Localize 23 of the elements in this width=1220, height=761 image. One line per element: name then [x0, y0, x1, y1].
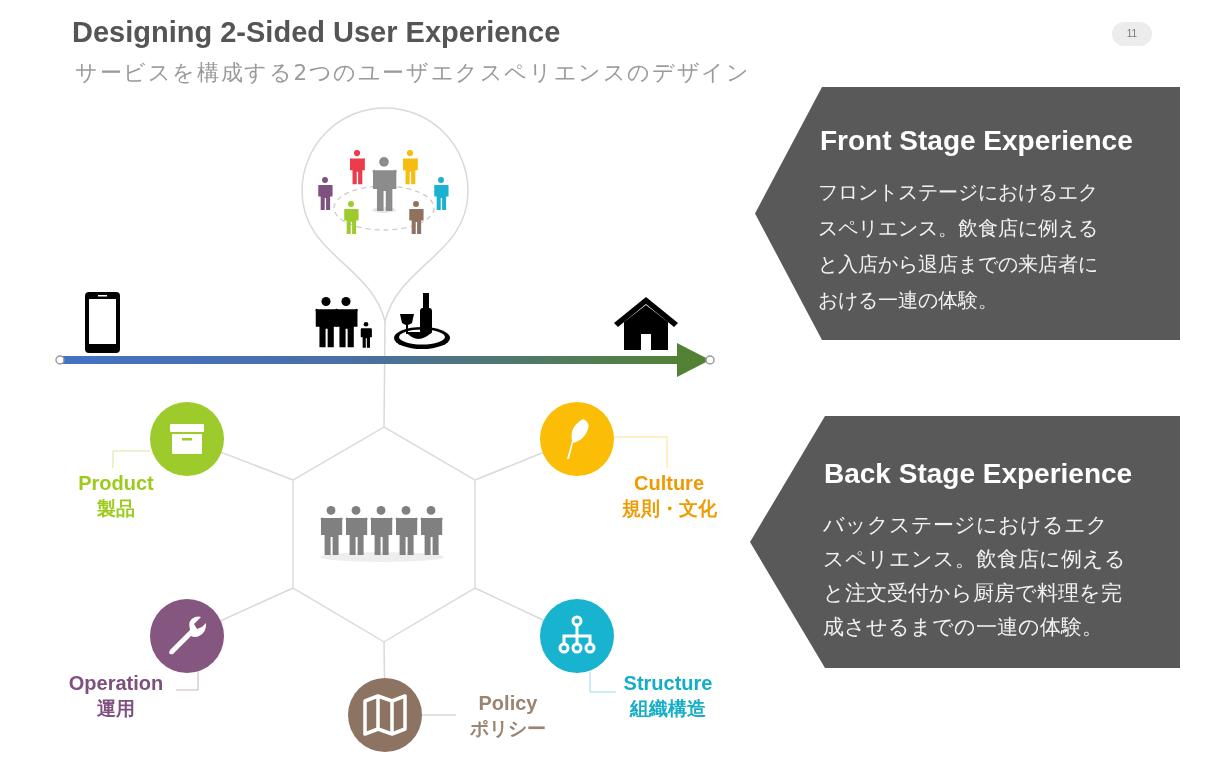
subtitle: サービスを構成する2つのユーザエクスペリエンスのデザイン: [75, 59, 751, 87]
slide-title: Designing 2-Sided User Experience: [72, 16, 561, 49]
category-label: Culture: [633, 471, 705, 496]
banner-heading: Front Stage Experience: [820, 125, 1133, 157]
category-label-ja: 運用: [96, 697, 136, 721]
category-label-ja: ポリシー: [469, 717, 547, 741]
page-number: 11: [1112, 22, 1152, 46]
connector-line: [383, 320, 386, 428]
category-label: Operation: [67, 671, 165, 696]
category-label-ja: 製品: [96, 497, 136, 521]
banner-description: バックステージにおけるエクスペリエンス。飲食店に例えると注文受付から厨房で料理を完成させるまでの一連の体験。: [823, 512, 1127, 641]
category-label-ja: 規則・文化: [620, 497, 718, 521]
connector-line: [474, 587, 545, 621]
connector-line: [383, 641, 386, 679]
category-label: Product: [77, 471, 155, 496]
connector-line: [220, 451, 294, 481]
connector-line: [474, 452, 544, 481]
category-label: Policy: [477, 691, 539, 716]
banner-description: フロントステージにおけるエクスペリエンス。飲食店に例えると入店から退店までの来店者における一連の体験。: [818, 180, 1099, 314]
category-label: Structure: [622, 671, 714, 696]
banner-heading: Back Stage Experience: [824, 458, 1133, 490]
category-label-ja: 組織構造: [628, 697, 707, 721]
connector-line: [219, 587, 294, 622]
